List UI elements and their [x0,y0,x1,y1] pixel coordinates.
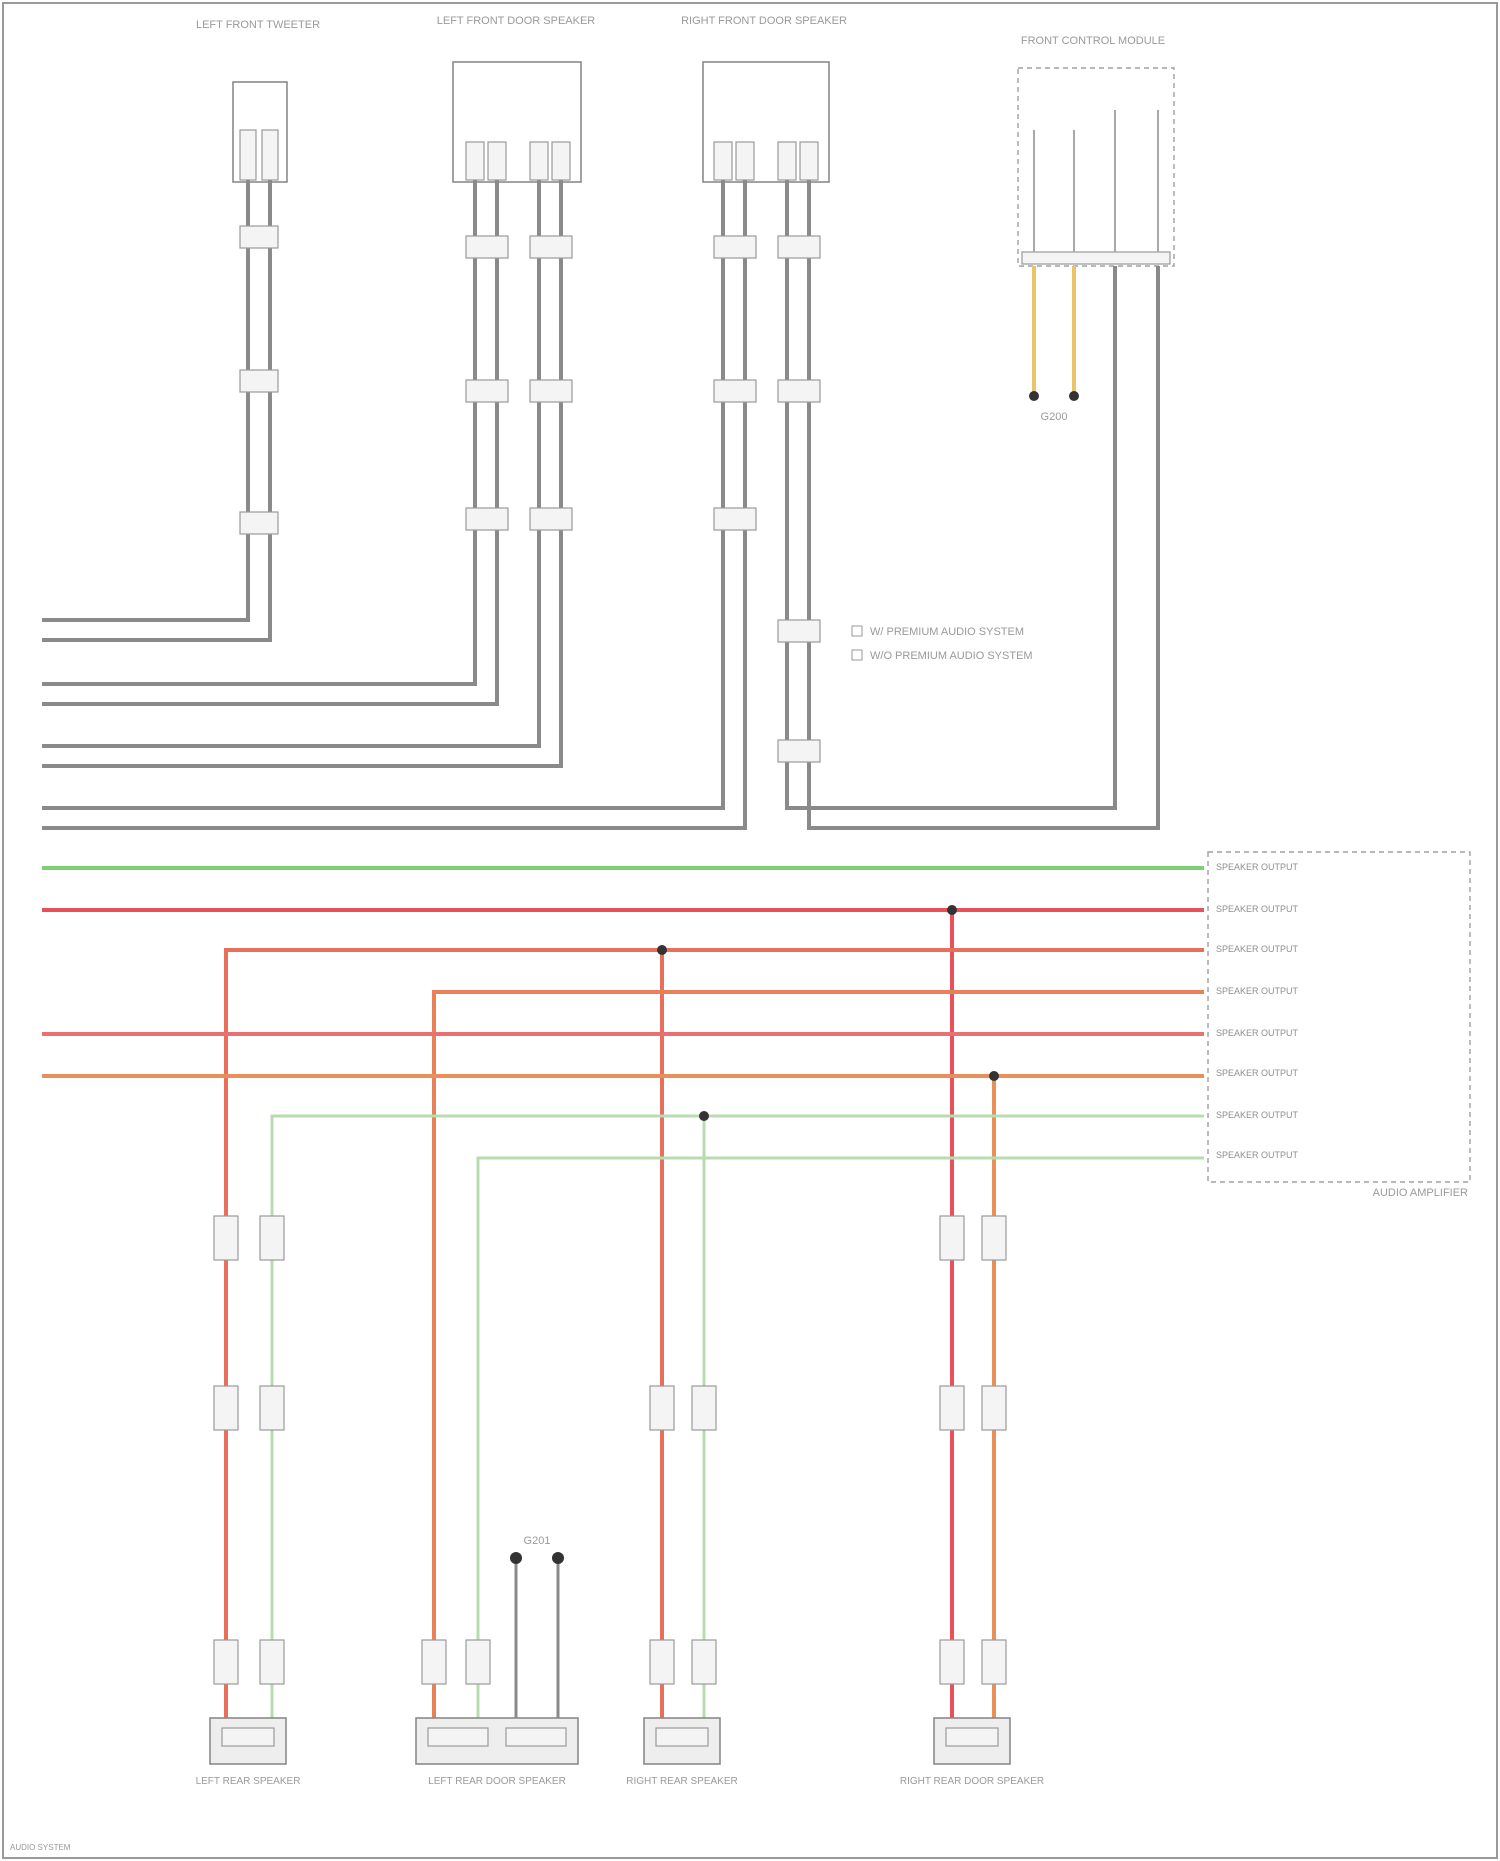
right-door-speaker-label: RIGHT FRONT DOOR SPEAKER [681,15,847,27]
speaker-4: RIGHT REAR DOOR SPEAKER [900,1718,1044,1787]
amp-pin-7: SPEAKER OUTPUT [1216,1110,1299,1120]
right-door-speaker-component: RIGHT FRONT DOOR SPEAKER [681,15,847,182]
left-door-speaker-label: LEFT FRONT DOOR SPEAKER [437,15,596,27]
speaker-2: LEFT REAR DOOR SPEAKER [416,1718,578,1787]
woofer-ground: G201 [510,1535,564,1720]
amp-pin-4: SPEAKER OUTPUT [1216,986,1299,996]
speaker-1-label: LEFT REAR SPEAKER [196,1776,301,1787]
junction-dots [657,905,999,1121]
left-tweeter-label: LEFT FRONT TWEETER [196,19,320,31]
ground-g200: G200 [1029,391,1079,423]
legend-marker-2 [852,650,862,660]
woofer-ground-label: G201 [524,1535,551,1547]
legend-item-2: W/O PREMIUM AUDIO SYSTEM [870,650,1033,662]
left-tweeter-component: LEFT FRONT TWEETER [196,19,320,182]
amplifier-box [1208,852,1470,1182]
amp-pin-1: SPEAKER OUTPUT [1216,862,1299,872]
legend-marker-1 [852,626,862,636]
amp-pin-5: SPEAKER OUTPUT [1216,1028,1299,1038]
amp-pin-3: SPEAKER OUTPUT [1216,944,1299,954]
top-connector-blocks [240,226,820,762]
power-unit-leads [1034,110,1158,392]
legend-item-1: W/ PREMIUM AUDIO SYSTEM [870,626,1024,638]
amp-wiring [42,868,1204,1720]
power-unit-box [1018,68,1174,266]
lower-connector-blocks [214,1216,1006,1684]
amp-pin-8: SPEAKER OUTPUT [1216,1150,1299,1160]
speaker-3: RIGHT REAR SPEAKER [626,1718,738,1787]
power-unit-component: FRONT CONTROL MODULE [1018,35,1174,266]
speaker-4-label: RIGHT REAR DOOR SPEAKER [900,1776,1044,1787]
speaker-1: LEFT REAR SPEAKER [196,1718,301,1787]
speaker-2-label: LEFT REAR DOOR SPEAKER [428,1776,566,1787]
legend: W/ PREMIUM AUDIO SYSTEM W/O PREMIUM AUDI… [852,626,1033,662]
amp-pin-6: SPEAKER OUTPUT [1216,1068,1299,1078]
power-unit-label: FRONT CONTROL MODULE [1021,35,1165,47]
left-door-speaker-component: LEFT FRONT DOOR SPEAKER [437,15,596,182]
amp-pin-2: SPEAKER OUTPUT [1216,904,1299,914]
top-gray-wiring [42,180,1158,828]
amplifier-label: AUDIO AMPLIFIER [1373,1187,1468,1199]
footer-text: AUDIO SYSTEM [10,1843,71,1852]
speaker-3-label: RIGHT REAR SPEAKER [626,1776,738,1787]
ground-g200-label: G200 [1041,411,1068,423]
amplifier-component: AUDIO AMPLIFIER SPEAKER OUTPUT SPEAKER O… [1208,852,1470,1199]
